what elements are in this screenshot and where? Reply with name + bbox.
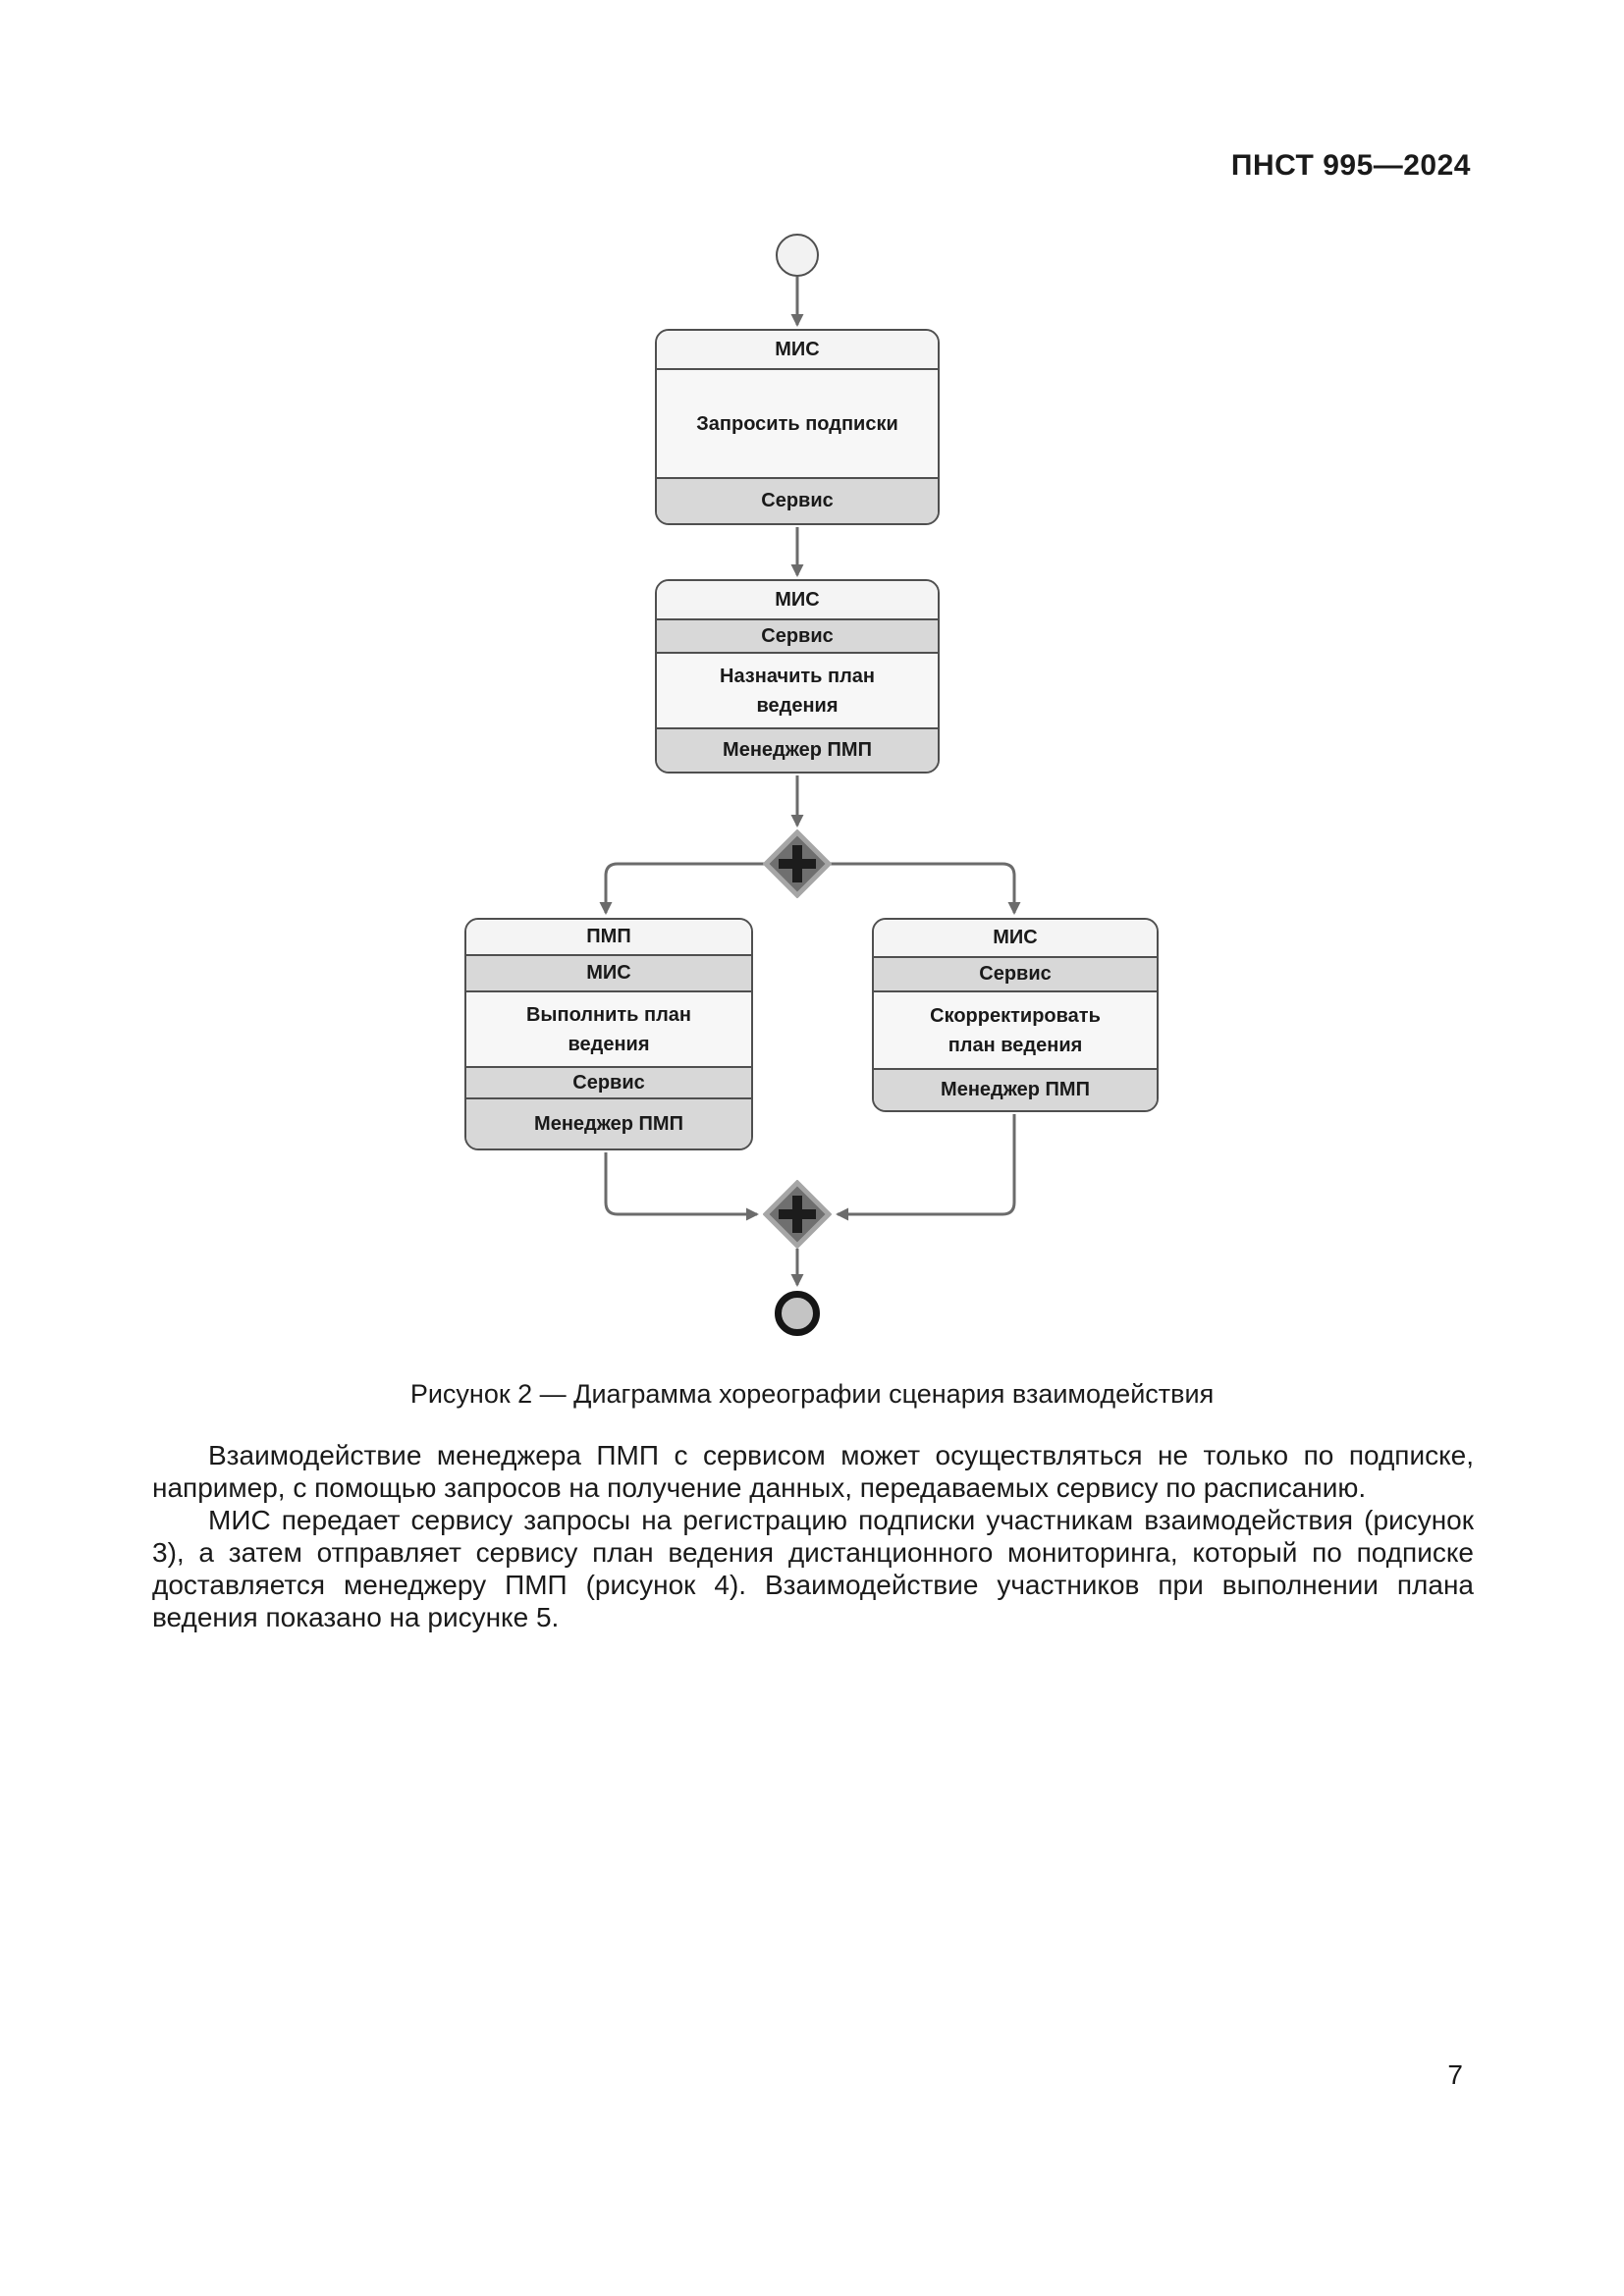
participant-band-second: МИС [466,954,751,990]
task-name: Скорректировать план ведения [874,990,1157,1068]
body-paragraph-1: Взаимодействие менеджера ПМП с сервисом … [152,1440,1474,1503]
choreography-task-request-subscriptions: МИС Запросить подписки Сервис [655,329,940,525]
parallel-gateway-split [762,828,833,899]
flow-gateway1-to-task4 [829,862,1021,915]
participant-band-third: Сервис [466,1066,751,1097]
choreography-task-adjust-plan: МИС Сервис Скорректировать план ведения … [872,918,1159,1112]
page-header: ПНСТ 995—2024 [1230,149,1471,182]
task-name: Выполнить план ведения [466,990,751,1066]
participant-band-top: МИС [874,920,1157,956]
figure-caption: Рисунок 2 — Диаграмма хореографии сценар… [409,1379,1215,1409]
participant-band-bottom: Менеджер ПМП [466,1097,751,1148]
flow-task4-to-gateway2 [836,1114,1016,1221]
participant-band-second: Сервис [657,618,938,652]
body-text: Взаимодействие менеджера ПМП с сервисом … [152,1439,1474,1633]
start-event-icon [776,234,819,277]
participant-band-second: Сервис [874,956,1157,990]
participant-band-top: МИС [657,331,938,368]
choreography-diagram: МИС Запросить подписки Сервис МИС Сервис… [464,234,1159,1336]
parallel-gateway-join [762,1179,833,1250]
choreography-task-assign-plan: МИС Сервис Назначить план ведения Менедж… [655,579,940,774]
body-paragraph-2: МИС передает сервису запросы на регистра… [152,1505,1474,1632]
task-name: Запросить подписки [657,368,938,477]
participant-band-bottom: Менеджер ПМП [657,727,938,772]
page-number: 7 [1447,2059,1463,2090]
participant-band-top: ПМП [466,920,751,954]
participant-band-bottom: Менеджер ПМП [874,1068,1157,1110]
participant-band-top: МИС [657,581,938,618]
choreography-task-execute-plan: ПМП МИС Выполнить план ведения Сервис Ме… [464,918,753,1150]
participant-band-bottom: Сервис [657,477,938,523]
flow-task3-to-gateway2 [604,1152,759,1221]
parallel-gateway-icon [762,828,833,899]
task-name: Назначить план ведения [657,652,938,727]
flow-gateway1-to-task3 [599,862,766,915]
end-event-icon [775,1291,820,1336]
parallel-gateway-icon [762,1179,833,1250]
